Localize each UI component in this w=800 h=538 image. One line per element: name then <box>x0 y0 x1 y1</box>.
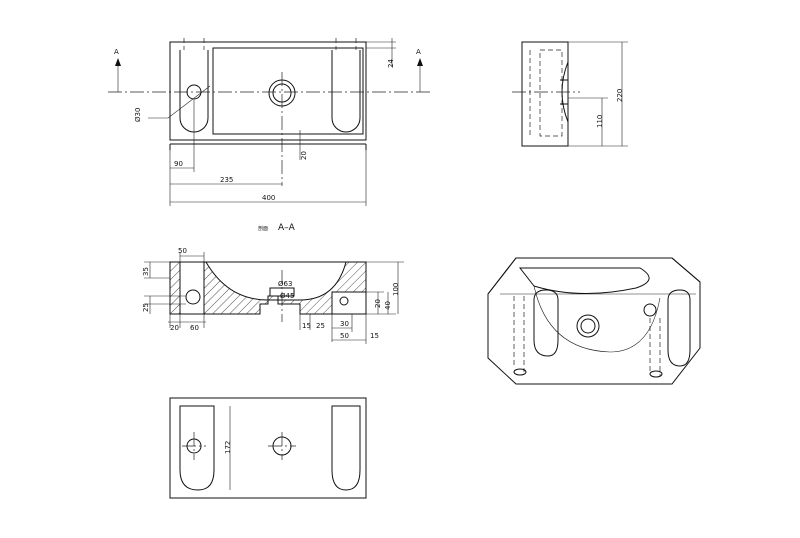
top-view-outline <box>169 41 367 141</box>
top-view: A A Ø30 24 20 90 235 400 <box>108 38 432 206</box>
dim-40: 40 <box>384 301 392 310</box>
dim-25-b: 25 <box>316 322 325 330</box>
dim-100: 100 <box>392 283 400 296</box>
dim-hole-diameter: Ø30 <box>134 108 142 122</box>
dim-110: 110 <box>596 115 604 128</box>
dim-172: 172 <box>224 441 232 454</box>
dim-60: 60 <box>190 324 199 332</box>
iso-basin-rim <box>518 267 650 295</box>
top-view-basin <box>212 47 364 135</box>
dim-400: 400 <box>262 194 275 202</box>
dim-235: 235 <box>220 176 233 184</box>
dim-15-b: 15 <box>370 332 379 340</box>
dim-20-right: 20 <box>374 299 382 308</box>
dim-220: 220 <box>616 89 624 102</box>
dim-25: 25 <box>142 303 150 312</box>
dim-50-top: 50 <box>178 247 187 255</box>
dim-15-a: 15 <box>302 322 311 330</box>
dim-35: 35 <box>142 267 150 276</box>
section-title-prefix: 剖面 <box>258 225 268 232</box>
section-mark-right: A <box>416 48 421 56</box>
dim-90: 90 <box>174 160 183 168</box>
bottom-left-slot <box>179 405 215 491</box>
section-title: 剖面 A–A <box>258 223 296 233</box>
dim-20-top: 20 <box>300 151 308 160</box>
right-slot <box>331 50 361 133</box>
dim-50-bottom: 50 <box>340 332 349 340</box>
bottom-right-slot <box>331 405 361 491</box>
dim-30: 30 <box>340 320 349 328</box>
side-view: 220 110 <box>512 41 628 147</box>
isometric-view <box>487 257 701 385</box>
section-mark-left: A <box>114 48 119 56</box>
dim-24: 24 <box>387 59 395 68</box>
section-title-label: A–A <box>278 223 296 233</box>
dim-20-left: 20 <box>170 324 179 332</box>
bottom-view-outline <box>169 397 367 499</box>
section-view: 50 35 25 20 60 Ø63 Ø45 15 25 30 50 15 20 <box>142 247 404 344</box>
dim-phi45: Ø45 <box>280 292 294 300</box>
dim-phi63: Ø63 <box>278 280 292 288</box>
side-view-outline <box>521 41 569 147</box>
bottom-view: 172 <box>169 397 367 499</box>
